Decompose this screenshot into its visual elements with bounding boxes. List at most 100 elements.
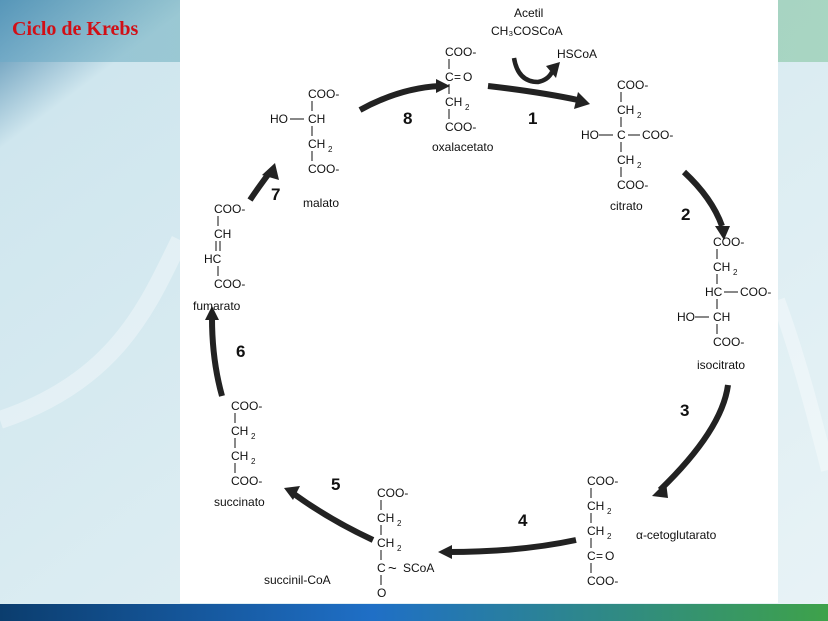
compound-citrato: COO- CH 2 HO C COO- CH 2 COO- citrato <box>581 78 673 213</box>
svg-text:HC: HC <box>204 252 222 266</box>
step-5: 5 <box>331 475 340 494</box>
svg-text:COO-: COO- <box>642 128 673 142</box>
step-4: 4 <box>518 511 528 530</box>
svg-text:HO: HO <box>581 128 599 142</box>
svg-text:2: 2 <box>397 519 402 528</box>
svg-text:COO-: COO- <box>231 399 262 413</box>
acetil-input-arrow <box>511 57 555 85</box>
svg-text:2: 2 <box>251 432 256 441</box>
malato-name: malato <box>303 196 339 210</box>
arrowhead-2 <box>715 226 730 240</box>
svg-text:2: 2 <box>607 532 612 541</box>
succinil-coa-name: succinil-CoA <box>264 573 331 587</box>
compound-malato: COO- HO CH CH 2 COO- malato <box>270 87 339 210</box>
svg-text:~: ~ <box>388 560 397 577</box>
arrowhead-7 <box>262 163 279 180</box>
isocitrato-name: isocitrato <box>697 358 745 372</box>
svg-text:HO: HO <box>270 112 288 126</box>
svg-text:CH: CH <box>713 260 730 274</box>
svg-text:COO-: COO- <box>214 277 245 291</box>
compound-oxalacetato: COO- C = O CH 2 COO- oxalacetato <box>432 45 494 154</box>
svg-text:C: C <box>587 549 596 563</box>
svg-text:CH: CH <box>587 499 604 513</box>
svg-text:2: 2 <box>397 544 402 553</box>
arrow-step-2 <box>681 169 725 228</box>
arrow-step-6 <box>209 317 225 397</box>
arrowhead-6 <box>205 306 219 320</box>
svg-text:COO-: COO- <box>214 202 245 216</box>
arrow-step-5 <box>292 491 375 543</box>
svg-text:CH: CH <box>214 227 231 241</box>
arrowhead-5 <box>284 486 300 500</box>
compound-cetoglutarato: COO- CH 2 CH 2 C = O COO- α-cetoglutarat… <box>587 474 717 588</box>
cetoglutarato-name: α-cetoglutarato <box>636 528 717 542</box>
svg-text:COO-: COO- <box>445 45 476 59</box>
svg-text:COO-: COO- <box>308 87 339 101</box>
arrow-step-8 <box>358 83 441 113</box>
hscoa-label: HSCoA <box>557 47 597 61</box>
svg-text:C: C <box>445 70 454 84</box>
svg-text:2: 2 <box>733 268 738 277</box>
step-6: 6 <box>236 342 245 361</box>
arrowhead-3 <box>652 482 668 498</box>
svg-text:HC: HC <box>705 285 723 299</box>
step-8: 8 <box>403 109 412 128</box>
svg-text:COO-: COO- <box>445 120 476 134</box>
svg-text:CH: CH <box>231 424 248 438</box>
svg-text:O: O <box>463 70 472 84</box>
step-1: 1 <box>528 109 537 128</box>
svg-text:O: O <box>605 549 614 563</box>
svg-text:CH: CH <box>617 153 634 167</box>
svg-text:2: 2 <box>465 103 470 112</box>
svg-text:=: = <box>596 549 603 563</box>
svg-text:2: 2 <box>607 507 612 516</box>
svg-text:COO-: COO- <box>308 162 339 176</box>
svg-text:C: C <box>617 128 626 142</box>
citrato-name: citrato <box>610 199 643 213</box>
svg-text:CH: CH <box>308 112 325 126</box>
step-3: 3 <box>680 401 689 420</box>
slide-title: Ciclo de Krebs <box>12 18 139 40</box>
svg-text:COO-: COO- <box>377 486 408 500</box>
arrowhead-1 <box>574 92 590 109</box>
svg-text:COO-: COO- <box>231 474 262 488</box>
oxalacetato-name: oxalacetato <box>432 140 494 154</box>
acetil-formula: CH₃COSCoA <box>491 24 563 38</box>
svg-text:O: O <box>377 586 386 600</box>
arrow-step-3 <box>657 384 731 493</box>
svg-text:2: 2 <box>251 457 256 466</box>
svg-text:CH: CH <box>617 103 634 117</box>
arrow-step-1 <box>487 83 579 103</box>
step-2: 2 <box>681 205 690 224</box>
svg-text:COO-: COO- <box>587 574 618 588</box>
svg-text:COO-: COO- <box>617 78 648 92</box>
svg-text:=: = <box>454 70 461 84</box>
svg-text:CH: CH <box>377 536 394 550</box>
svg-text:COO-: COO- <box>713 235 744 249</box>
arrow-step-4 <box>447 537 577 555</box>
step-7: 7 <box>271 185 280 204</box>
svg-text:COO-: COO- <box>740 285 771 299</box>
fumarato-name: fumarato <box>193 299 241 313</box>
compound-fumarato: COO- CH HC COO- fumarato <box>193 202 245 313</box>
arrowhead-8 <box>436 79 450 93</box>
svg-text:CH: CH <box>377 511 394 525</box>
svg-text:CH: CH <box>231 449 248 463</box>
svg-text:C: C <box>377 561 386 575</box>
acetil-label: Acetil <box>514 6 543 20</box>
svg-text:2: 2 <box>328 145 333 154</box>
svg-text:COO-: COO- <box>713 335 744 349</box>
svg-text:COO-: COO- <box>617 178 648 192</box>
svg-text:COO-: COO- <box>587 474 618 488</box>
svg-text:SCoA: SCoA <box>403 561 434 575</box>
svg-text:CH: CH <box>587 524 604 538</box>
acetil-input-arrowhead <box>546 62 560 78</box>
compound-succinil-coa: COO- CH 2 CH 2 C ~ SCoA O succinil-CoA <box>264 486 434 600</box>
compound-succinato: COO- CH 2 CH 2 COO- succinato <box>214 399 265 509</box>
succinato-name: succinato <box>214 495 265 509</box>
compound-isocitrato: COO- CH 2 HC COO- HO CH COO- isocitrato <box>677 235 771 372</box>
svg-text:HO: HO <box>677 310 695 324</box>
svg-text:CH: CH <box>445 95 462 109</box>
svg-text:CH: CH <box>308 137 325 151</box>
